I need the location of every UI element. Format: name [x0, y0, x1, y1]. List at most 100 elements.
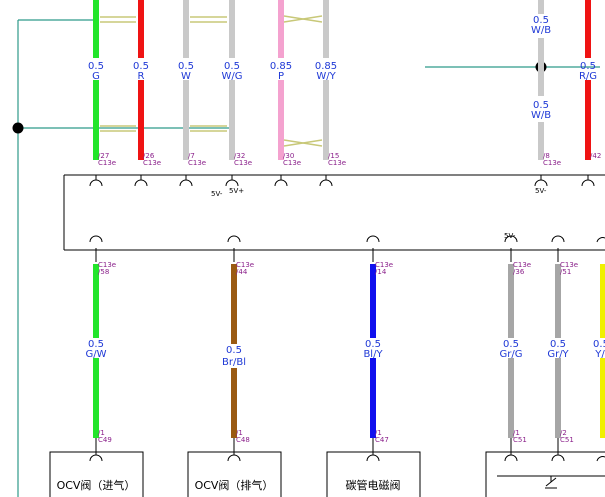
- pin-connector: C13e: [543, 159, 561, 167]
- terminal-symbol: [551, 235, 565, 262]
- pin-connector: C13e: [98, 261, 116, 269]
- pin-number: /7: [188, 152, 195, 160]
- component-boxes: [49, 451, 605, 497]
- wire-y-lower: [600, 358, 605, 438]
- five-v-minus-label: 5V-: [504, 232, 516, 240]
- wire-brbl-upper: [231, 264, 237, 344]
- top-wires: [93, 0, 591, 160]
- ecu-box: [63, 174, 605, 251]
- wire-label-color: R/G: [579, 71, 597, 82]
- terminal-symbol: [596, 237, 605, 243]
- canister-valve-box: [326, 451, 421, 497]
- wire-p-lower: [278, 80, 284, 160]
- pin-number: /36: [513, 268, 525, 276]
- wire-label-size: 0.5: [365, 339, 381, 350]
- wire-label-color: G/W: [85, 349, 106, 360]
- wire-r-lower: [138, 80, 144, 160]
- sensor-box: [485, 451, 605, 497]
- pin-number: /15: [328, 152, 339, 160]
- wire-wb-lower: [538, 122, 544, 160]
- pin-number: /1: [375, 429, 382, 437]
- bottom-top-pin-labels: C13e /58 C13e /44 C13e /14 C13e /36 C13e…: [98, 261, 578, 276]
- wire-wb-upper: [538, 0, 544, 14]
- pin-number: /14: [375, 268, 387, 276]
- top-wire-labels: 0.5 G 0.5 R 0.5 W 0.5 W/G 0.85 P 0.85 W/…: [88, 15, 597, 121]
- wire-label-color: W/Y: [316, 71, 336, 82]
- bottom-lower-pin-labels: /1 C49 /1 C48 /1 C47 /1 C51 /2 C51: [98, 429, 574, 444]
- terminal-symbol: [366, 235, 380, 262]
- wire-label-color: W/B: [531, 110, 551, 121]
- bottom-wire-labels: 0.5 G/W 0.5 Br/Bl 0.5 Bl/Y 0.5 Gr/G 0.5 …: [85, 339, 605, 368]
- terminal-symbol: [274, 175, 288, 187]
- wire-g-lower: [93, 80, 99, 160]
- wire-g-upper: [93, 0, 99, 58]
- pin-connector: C13e: [283, 159, 301, 167]
- top-pin-labels: /27 C13e /26 C13e /7 C13e /32 C13e /30 C…: [98, 152, 601, 167]
- wire-grg-upper: [508, 264, 514, 338]
- wire-label-color: Gr/Y: [547, 349, 569, 360]
- wire-label-size: 0.5: [580, 61, 596, 72]
- wire-label-color: R: [138, 71, 145, 82]
- wire-label-color: P: [278, 71, 284, 82]
- wire-wb-mid: [538, 38, 544, 96]
- wire-r-upper: [138, 0, 144, 58]
- wire-label-color: Gr/G: [500, 349, 523, 360]
- pin-number: /27: [98, 152, 109, 160]
- wire-p-upper: [278, 0, 284, 58]
- wire-label-size: 0.5: [133, 61, 149, 72]
- pin-number: /51: [560, 268, 571, 276]
- terminal-symbol: [227, 235, 241, 262]
- wire-wg-upper: [229, 0, 235, 58]
- component-terminals: [89, 438, 605, 462]
- wire-label-color: W/G: [221, 71, 242, 82]
- pin-connector: C13e: [98, 159, 116, 167]
- wire-w-upper: [183, 0, 189, 58]
- terminal-symbol: [504, 235, 518, 262]
- pin-connector: C13e: [234, 159, 252, 167]
- wire-gw-lower: [93, 358, 99, 438]
- wire-label-size: 0.85: [270, 61, 292, 72]
- ocv-exhaust-box: [187, 451, 282, 497]
- wire-bly-upper: [370, 264, 376, 338]
- pin-connector: C13e: [188, 159, 206, 167]
- bottom-wires: [93, 264, 605, 438]
- terminal-symbol: [179, 175, 193, 187]
- five-v-minus-label: 5V-: [535, 187, 547, 195]
- wire-label-size: 0.5: [550, 339, 566, 350]
- pin-number: /26: [143, 152, 155, 160]
- wire-rg-lower: [585, 80, 591, 160]
- terminal-symbol: [319, 175, 333, 187]
- five-v-minus-label: 5V-: [211, 190, 223, 198]
- wire-gw-upper: [93, 264, 99, 338]
- ecu-top-voltage-labels: 5V- 5V+ 5V-: [211, 187, 547, 198]
- terminal-symbol: [581, 175, 595, 187]
- pin-connector: C51: [513, 436, 527, 444]
- wire-label-size: 0.85: [315, 61, 337, 72]
- pin-number: /2: [560, 429, 567, 437]
- wire-w-lower: [183, 80, 189, 160]
- pin-number: /1: [98, 429, 105, 437]
- pin-connector: C13e: [375, 261, 393, 269]
- wire-label-size: 0.5: [88, 339, 104, 350]
- pin-number: /58: [98, 268, 109, 276]
- ecu-top-terminals: [89, 175, 595, 187]
- wire-label-size: 0.5: [226, 345, 242, 356]
- wire-brbl-lower: [231, 368, 237, 438]
- twist-marks-gr: [100, 15, 323, 147]
- wire-bly-lower: [370, 358, 376, 438]
- pin-connector: C13e: [560, 261, 578, 269]
- wire-label-size: 0.5: [178, 61, 194, 72]
- component-label-ocv-exhaust: OCV阀（排气）: [195, 478, 274, 492]
- wire-gry-upper: [555, 264, 561, 338]
- pin-connector: C51: [560, 436, 574, 444]
- terminal-symbol: [89, 235, 103, 262]
- wire-label-color: Y/: [594, 349, 605, 360]
- pin-connector: C13e: [143, 159, 161, 167]
- pin-connector: C13e: [513, 261, 531, 269]
- ocv-intake-box: [49, 451, 144, 497]
- pin-number: /42: [590, 152, 601, 160]
- wire-y-upper: [600, 264, 605, 338]
- teal-shield-line: [12, 19, 600, 497]
- terminal-symbol: [89, 175, 103, 187]
- pin-connector: C48: [236, 436, 250, 444]
